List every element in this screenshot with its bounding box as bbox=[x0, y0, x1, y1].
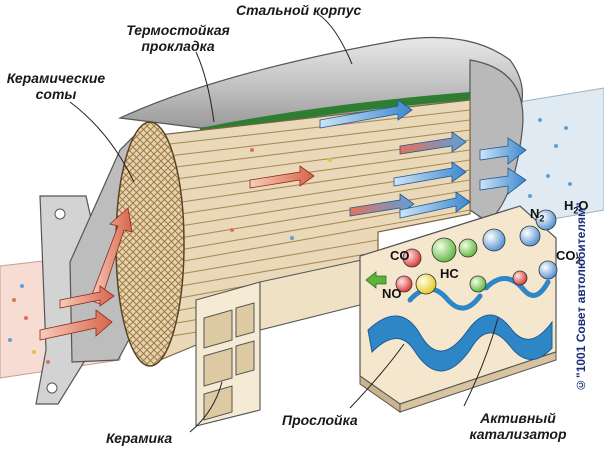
leader-ceramic bbox=[189, 381, 223, 433]
catalyst-block bbox=[359, 205, 557, 413]
formula-hc: HC bbox=[440, 266, 459, 281]
label-active-catalyst: Активный катализатор bbox=[469, 410, 567, 442]
flow-arrow-cool bbox=[393, 161, 467, 187]
label-ceramic: Керамика bbox=[106, 430, 173, 446]
label-ceramic-honeycomb: Керамические соты bbox=[6, 70, 106, 102]
inlet-flow-arrow bbox=[39, 309, 113, 341]
reactant-molecules bbox=[395, 209, 558, 295]
hc-molecule bbox=[458, 238, 478, 258]
inlet-flow-arrow bbox=[59, 285, 115, 309]
flange-bolt-hole bbox=[46, 382, 58, 394]
outlet-flow-arrow bbox=[479, 137, 527, 165]
flow-arrow-cool bbox=[319, 99, 413, 129]
leader-active-catalyst bbox=[463, 317, 499, 407]
label-washcoat: Прослойка bbox=[282, 412, 358, 428]
exhaust-particles bbox=[8, 118, 572, 364]
flow-arrow-hot bbox=[249, 165, 315, 189]
flow-arrows bbox=[39, 99, 527, 341]
label-steel-housing: Стальной корпус bbox=[236, 2, 362, 18]
formula-h2o: H2O bbox=[564, 198, 589, 216]
hc-molecule-large bbox=[431, 237, 457, 263]
leader-ceramic-honeycomb bbox=[69, 101, 135, 183]
oxygen-atom bbox=[395, 275, 413, 293]
co2-molecule bbox=[538, 260, 558, 280]
co-molecule bbox=[402, 248, 422, 268]
n2-atom bbox=[482, 228, 506, 252]
leader-heat-gasket bbox=[195, 51, 215, 123]
hc-small-molecule bbox=[469, 275, 487, 293]
honeycomb-front-face bbox=[115, 121, 185, 367]
flow-arrow-cool bbox=[399, 191, 471, 219]
formula-co2: CO2 bbox=[556, 248, 581, 266]
leader-steel-housing bbox=[317, 13, 353, 65]
copyright-text: ©"1001 Совет автолюбителям" bbox=[574, 202, 588, 392]
leader-lines bbox=[69, 13, 499, 433]
outlet-flow-arrow bbox=[479, 167, 527, 195]
flange-bolt-hole bbox=[54, 208, 66, 220]
formula-no: NO bbox=[382, 286, 402, 301]
co2-oxygen-atom bbox=[512, 270, 528, 286]
no-molecule bbox=[415, 273, 437, 295]
formula-n2: N2 bbox=[530, 206, 545, 224]
flow-arrow-mixed bbox=[399, 131, 467, 155]
label-heat-gasket: Термостойкая прокладка bbox=[126, 22, 230, 54]
formula-co: CO bbox=[390, 248, 410, 263]
h2o-molecule bbox=[535, 209, 557, 231]
active-catalyst-coating bbox=[367, 314, 553, 372]
n2-atom bbox=[519, 225, 541, 247]
gas-inflow-arrow bbox=[365, 271, 387, 289]
leader-washcoat bbox=[349, 343, 405, 409]
